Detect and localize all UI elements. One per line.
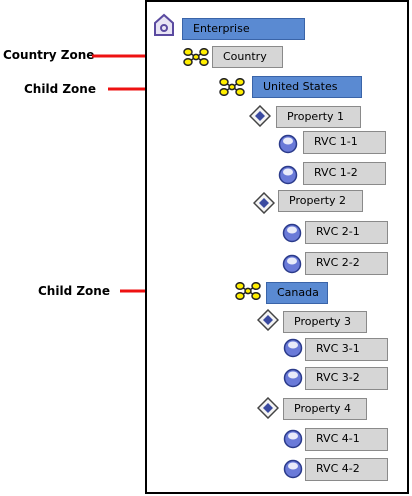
country-zone-label: Country Zone	[3, 48, 95, 62]
zone-icon-country	[183, 48, 209, 66]
zone-icon-canada	[235, 282, 261, 300]
rvc-icon-2-2	[282, 254, 302, 274]
property-icon-4	[257, 397, 279, 419]
child-zone-label-1: Child Zone	[24, 82, 96, 96]
node-property-1[interactable]: Property 1	[276, 106, 361, 128]
node-canada[interactable]: Canada	[266, 282, 328, 304]
node-rvc-1-2[interactable]: RVC 1-2	[303, 162, 386, 185]
rvc-icon-1-2	[278, 165, 298, 185]
node-rvc-2-1[interactable]: RVC 2-1	[305, 221, 388, 244]
node-rvc-4-2[interactable]: RVC 4-2	[305, 458, 388, 481]
node-united-states[interactable]: United States	[252, 76, 362, 98]
node-property-3[interactable]: Property 3	[283, 311, 367, 333]
node-rvc-2-2[interactable]: RVC 2-2	[305, 252, 388, 275]
rvc-icon-4-1	[283, 429, 303, 449]
rvc-icon-1-1	[278, 134, 298, 154]
property-icon-2	[253, 192, 275, 214]
rvc-icon-2-1	[282, 223, 302, 243]
node-rvc-1-1[interactable]: RVC 1-1	[303, 131, 386, 154]
node-rvc-3-1[interactable]: RVC 3-1	[305, 338, 388, 361]
node-rvc-4-1[interactable]: RVC 4-1	[305, 428, 388, 451]
rvc-icon-4-2	[283, 459, 303, 479]
child-zone-label-2: Child Zone	[38, 284, 110, 298]
property-icon-3	[257, 309, 279, 331]
node-rvc-3-2[interactable]: RVC 3-2	[305, 367, 388, 390]
rvc-icon-3-1	[283, 338, 303, 358]
node-property-2[interactable]: Property 2	[278, 190, 363, 212]
node-enterprise[interactable]: Enterprise	[182, 18, 305, 40]
zone-icon-united-states	[219, 78, 245, 96]
property-icon-1	[249, 105, 271, 127]
hierarchy-tree-panel	[145, 0, 409, 494]
node-country[interactable]: Country	[212, 46, 283, 68]
enterprise-icon	[154, 13, 174, 36]
node-property-4[interactable]: Property 4	[283, 398, 367, 420]
rvc-icon-3-2	[283, 368, 303, 388]
